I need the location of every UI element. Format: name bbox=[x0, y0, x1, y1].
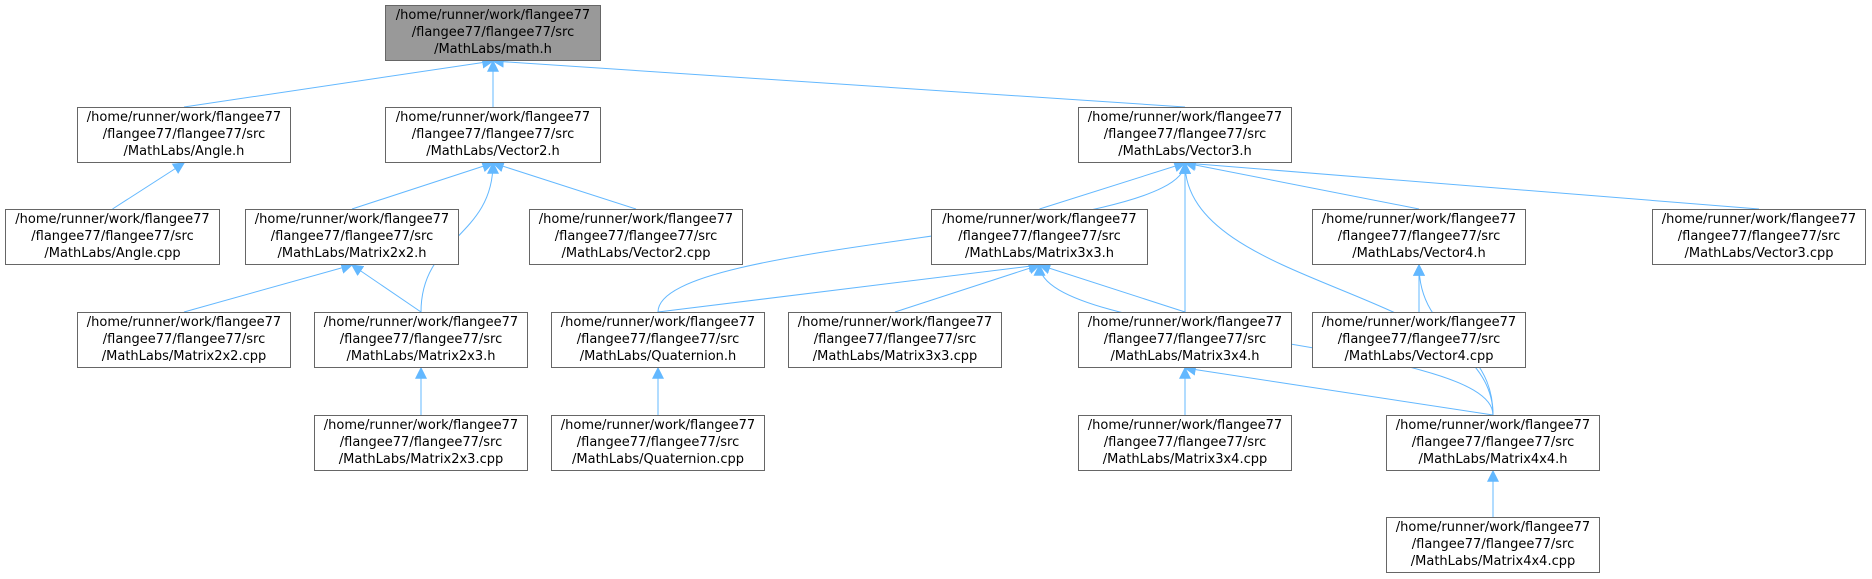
node-matrix4x4-cpp[interactable]: /home/runner/work/flangee77/flangee77/fl… bbox=[1386, 517, 1600, 573]
node-matrix3x3-cpp[interactable]: /home/runner/work/flangee77/flangee77/fl… bbox=[788, 312, 1002, 368]
node-matrix3x4-cpp[interactable]: /home/runner/work/flangee77/flangee77/fl… bbox=[1078, 415, 1292, 471]
node-matrix3x4-h[interactable]: /home/runner/work/flangee77/flangee77/fl… bbox=[1078, 312, 1292, 368]
node-quaternion-h[interactable]: /home/runner/work/flangee77/flangee77/fl… bbox=[551, 312, 765, 368]
edge-vector4_h-to-vector3_h bbox=[1183, 159, 1420, 210]
node-vector4-h[interactable]: /home/runner/work/flangee77/flangee77/fl… bbox=[1312, 209, 1526, 265]
edge-angle_h-to-math_h bbox=[183, 56, 495, 108]
node-angle-h[interactable]: /home/runner/work/flangee77/flangee77/fl… bbox=[77, 107, 291, 163]
edge-matrix3x4_h-to-matrix3x3_h bbox=[1038, 262, 1186, 313]
edge-matrix2x2_cpp-to-matrix2x2_h bbox=[183, 262, 354, 313]
node-math-h: /home/runner/work/flangee77/flangee77/fl… bbox=[385, 5, 601, 61]
edge-vector3_h-to-math_h bbox=[491, 55, 1186, 108]
node-angle-cpp[interactable]: /home/runner/work/flangee77/flangee77/fl… bbox=[5, 209, 220, 265]
node-vector2-cpp[interactable]: /home/runner/work/flangee77/flangee77/fl… bbox=[529, 209, 743, 265]
node-matrix4x4-h[interactable]: /home/runner/work/flangee77/flangee77/fl… bbox=[1386, 415, 1600, 471]
node-matrix2x3-h[interactable]: /home/runner/work/flangee77/flangee77/fl… bbox=[314, 312, 528, 368]
node-matrix2x2-h[interactable]: /home/runner/work/flangee77/flangee77/fl… bbox=[245, 209, 459, 265]
edge-angle_cpp-to-angle_h bbox=[112, 162, 186, 210]
node-vector2-h[interactable]: /home/runner/work/flangee77/flangee77/fl… bbox=[385, 107, 601, 163]
edge-matrix4x4_h-to-vector3_h bbox=[1179, 161, 1494, 416]
edge-matrix4x4_h-to-matrix3x4_h bbox=[1183, 363, 1494, 416]
edge-vector2_cpp-to-vector2_h bbox=[491, 160, 637, 210]
edge-vector3_cpp-to-vector3_h bbox=[1183, 157, 1760, 210]
edge-matrix3x3_cpp-to-matrix3x3_h bbox=[894, 262, 1041, 313]
node-vector3-cpp[interactable]: /home/runner/work/flangee77/flangee77/fl… bbox=[1652, 209, 1866, 265]
node-matrix2x3-cpp[interactable]: /home/runner/work/flangee77/flangee77/fl… bbox=[314, 415, 528, 471]
edge-matrix2x2_h-to-vector2_h bbox=[351, 160, 495, 210]
node-quaternion-cpp[interactable]: /home/runner/work/flangee77/flangee77/fl… bbox=[551, 415, 765, 471]
node-matrix2x2-cpp[interactable]: /home/runner/work/flangee77/flangee77/fl… bbox=[77, 312, 291, 368]
edge-quaternion_h-to-matrix3x3_h bbox=[657, 260, 1041, 313]
node-vector4-cpp[interactable]: /home/runner/work/flangee77/flangee77/fl… bbox=[1312, 312, 1526, 368]
node-matrix3x3-h[interactable]: /home/runner/work/flangee77/flangee77/fl… bbox=[931, 209, 1148, 265]
node-vector3-h[interactable]: /home/runner/work/flangee77/flangee77/fl… bbox=[1078, 107, 1292, 163]
edge-quaternion_h-to-vector3_h bbox=[657, 161, 1191, 313]
edge-matrix3x3_h-to-vector3_h bbox=[1039, 160, 1187, 210]
edge-matrix2x3_h-to-matrix2x2_h bbox=[351, 264, 422, 313]
